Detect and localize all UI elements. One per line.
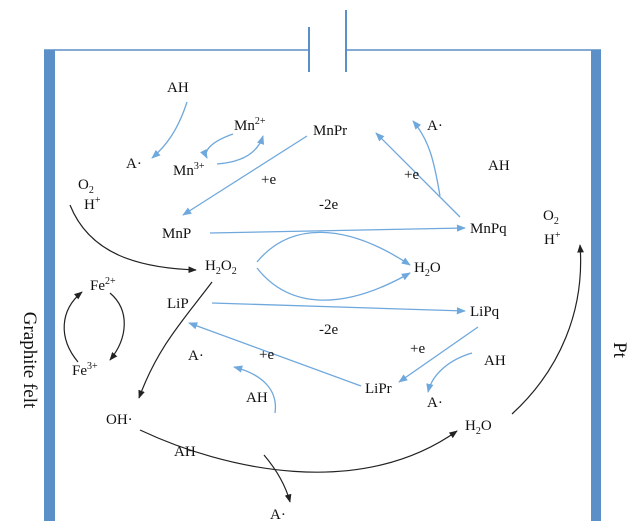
a-radical-top-right: A· xyxy=(427,118,443,134)
h2o-bottom-label: H2O xyxy=(465,418,492,437)
lip-label: LiP xyxy=(167,296,189,312)
plus-e-bottom-right: +e xyxy=(410,341,425,357)
mn3-label: Mn3+ xyxy=(173,161,205,179)
arrow-h2o2-to-oh xyxy=(138,281,213,399)
lipq-label: LiPq xyxy=(470,304,500,320)
oh-radical-label: OH· xyxy=(106,412,133,428)
arrow-ah-to-a-top-left xyxy=(151,101,188,159)
mn2-label: Mn2+ xyxy=(234,116,266,134)
arrow-o2-to-h2o2 xyxy=(69,204,197,274)
arrow-ah-to-a-lower-right xyxy=(426,352,473,393)
a-radical-lower-left: A· xyxy=(188,348,204,364)
arrow-oh-to-h2o-bottom xyxy=(139,429,458,473)
ah-lower-right: AH xyxy=(484,353,506,369)
ah-lower-left: AH xyxy=(246,390,268,406)
ah-top-left: AH xyxy=(167,80,189,96)
minus-2e-bottom: -2e xyxy=(319,322,338,338)
arrow-h2o-to-o2 xyxy=(511,244,584,415)
ah-bottom: AH xyxy=(174,444,196,460)
arrow-mnpr-to-mnp xyxy=(182,135,308,216)
o2-left-label: O2 xyxy=(78,177,94,196)
arrow-mnp-to-mnpq xyxy=(209,224,466,234)
h-plus-left-label: H+ xyxy=(84,195,101,213)
arrow-h2o2-to-h2o-lower xyxy=(256,267,411,301)
arrow-h2o2-to-h2o-upper xyxy=(256,231,411,266)
graphite-felt-label: Graphite felt xyxy=(19,312,40,409)
left-electrode xyxy=(44,50,55,521)
h-plus-right-label: H+ xyxy=(544,230,561,248)
plus-e-top-right: +e xyxy=(404,167,419,183)
plus-e-bottom-left: +e xyxy=(259,347,274,363)
arrow-ah-to-a-bottom xyxy=(263,454,292,503)
right-electrode xyxy=(591,50,601,521)
mnpr-label: MnPr xyxy=(313,123,347,139)
fe2-label: Fe2+ xyxy=(90,276,116,294)
arrow-mn3-to-mn2 xyxy=(216,135,265,165)
o2-right-label: O2 xyxy=(543,208,559,227)
a-radical-bottom: A· xyxy=(270,507,286,521)
mnpq-label: MnPq xyxy=(470,221,507,237)
a-radical-lower-right: A· xyxy=(427,395,443,411)
pt-label: Pt xyxy=(609,342,630,359)
h2o2-label: H2O2 xyxy=(205,258,237,277)
h2o-label: H2O xyxy=(414,260,441,279)
arrow-fe3-to-fe2 xyxy=(63,291,83,363)
mnp-label: MnP xyxy=(162,226,191,242)
arrow-ah-to-a-top-right xyxy=(412,120,441,197)
arrow-fe2-to-fe3 xyxy=(109,292,125,361)
arrow-mn2-to-mn3 xyxy=(200,133,234,159)
minus-2e-top: -2e xyxy=(319,197,338,213)
arrow-lip-to-lipq xyxy=(211,302,466,315)
ah-top-right: AH xyxy=(488,158,510,174)
plus-e-top-left: +e xyxy=(261,172,276,188)
arrow-lipq-to-lipr xyxy=(398,326,479,383)
lipr-label: LiPr xyxy=(365,381,392,397)
a-radical-top-left: A· xyxy=(126,156,142,172)
fe3-label: Fe3+ xyxy=(72,361,98,379)
arrow-mnpq-to-mnpr xyxy=(375,132,461,218)
arrow-ah-to-a-lower-left xyxy=(233,365,277,414)
arrow-lipr-to-lip xyxy=(188,322,362,387)
